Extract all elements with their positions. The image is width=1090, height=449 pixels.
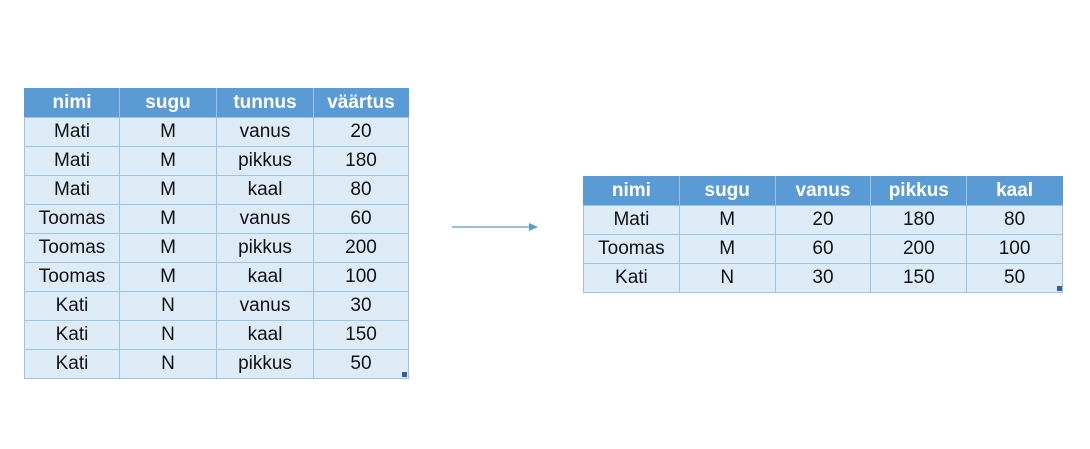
- table-cell[interactable]: pikkus: [216, 349, 314, 379]
- table-cell[interactable]: Kati: [24, 291, 120, 321]
- table-cell[interactable]: 60: [774, 234, 872, 264]
- table-cell[interactable]: pikkus: [216, 233, 314, 263]
- table-cell[interactable]: M: [678, 234, 776, 264]
- column-header-pikkus: pikkus: [870, 176, 968, 206]
- column-header-vaartus: väärtus: [313, 88, 409, 118]
- table-row: Mati M vanus 20: [24, 117, 409, 147]
- table-header-row: nimi sugu tunnus väärtus: [24, 88, 409, 118]
- table-cell[interactable]: N: [678, 263, 776, 293]
- table-row: Mati M 20 180 80: [583, 205, 1063, 235]
- table-row: Mati M pikkus 180: [24, 146, 409, 176]
- column-header-vanus: vanus: [775, 176, 872, 206]
- table-cell[interactable]: Kati: [24, 320, 120, 350]
- table-cell[interactable]: 50: [313, 349, 409, 379]
- table-cell[interactable]: Kati: [24, 349, 120, 379]
- table-cell[interactable]: 200: [313, 233, 409, 263]
- table-cell[interactable]: M: [119, 262, 217, 292]
- table-cell[interactable]: kaal: [216, 262, 314, 292]
- table-cell[interactable]: M: [119, 175, 217, 205]
- table-cell[interactable]: M: [119, 204, 217, 234]
- table-cell[interactable]: M: [678, 205, 776, 235]
- table-cell[interactable]: 30: [313, 291, 409, 321]
- table-header-row: nimi sugu vanus pikkus kaal: [583, 176, 1063, 206]
- column-header-kaal: kaal: [966, 176, 1063, 206]
- table-row: Kati N 30 150 50: [583, 263, 1063, 293]
- column-header-nimi: nimi: [24, 88, 120, 118]
- long-format-table: nimi sugu tunnus väärtus Mati M vanus 20…: [24, 88, 409, 379]
- table-row: Toomas M pikkus 200: [24, 233, 409, 263]
- column-header-sugu: sugu: [679, 176, 776, 206]
- table-cell[interactable]: M: [119, 117, 217, 147]
- table-cell[interactable]: Toomas: [24, 204, 120, 234]
- table-cell[interactable]: 50: [966, 263, 1063, 293]
- table-cell[interactable]: 20: [774, 205, 872, 235]
- table-cell[interactable]: 20: [313, 117, 409, 147]
- resize-handle-icon[interactable]: [1057, 286, 1062, 291]
- table-cell[interactable]: Toomas: [583, 234, 680, 264]
- table-cell[interactable]: Mati: [24, 146, 120, 176]
- column-header-nimi: nimi: [583, 176, 680, 206]
- table-cell[interactable]: M: [119, 146, 217, 176]
- table-cell[interactable]: 100: [966, 234, 1063, 264]
- table-cell[interactable]: 80: [313, 175, 409, 205]
- table-row: Toomas M vanus 60: [24, 204, 409, 234]
- arrow-right-icon: [452, 223, 538, 231]
- table-row: Mati M kaal 80: [24, 175, 409, 205]
- table-cell[interactable]: 200: [870, 234, 968, 264]
- table-cell[interactable]: Kati: [583, 263, 680, 293]
- table-row: Kati N vanus 30: [24, 291, 409, 321]
- wide-format-table: nimi sugu vanus pikkus kaal Mati M 20 18…: [583, 176, 1063, 293]
- table-cell[interactable]: N: [119, 320, 217, 350]
- table-cell[interactable]: 30: [774, 263, 872, 293]
- table-cell[interactable]: 100: [313, 262, 409, 292]
- table-cell[interactable]: M: [119, 233, 217, 263]
- table-cell[interactable]: vanus: [216, 291, 314, 321]
- table-row: Kati N pikkus 50: [24, 349, 409, 379]
- table-cell[interactable]: kaal: [216, 320, 314, 350]
- table-cell[interactable]: 150: [870, 263, 968, 293]
- table-cell[interactable]: pikkus: [216, 146, 314, 176]
- table-cell[interactable]: kaal: [216, 175, 314, 205]
- table-cell[interactable]: Toomas: [24, 262, 120, 292]
- table-cell[interactable]: Mati: [24, 175, 120, 205]
- table-row: Toomas M kaal 100: [24, 262, 409, 292]
- table-cell[interactable]: N: [119, 349, 217, 379]
- table-cell[interactable]: Mati: [583, 205, 680, 235]
- table-cell[interactable]: 80: [966, 205, 1063, 235]
- table-cell[interactable]: 60: [313, 204, 409, 234]
- table-cell[interactable]: Mati: [24, 117, 120, 147]
- table-row: Toomas M 60 200 100: [583, 234, 1063, 264]
- table-cell[interactable]: vanus: [216, 204, 314, 234]
- column-header-sugu: sugu: [119, 88, 217, 118]
- table-cell[interactable]: vanus: [216, 117, 314, 147]
- table-row: Kati N kaal 150: [24, 320, 409, 350]
- table-cell[interactable]: 150: [313, 320, 409, 350]
- table-cell[interactable]: N: [119, 291, 217, 321]
- table-cell[interactable]: 180: [870, 205, 968, 235]
- column-header-tunnus: tunnus: [216, 88, 314, 118]
- table-cell[interactable]: Toomas: [24, 233, 120, 263]
- table-cell[interactable]: 180: [313, 146, 409, 176]
- resize-handle-icon[interactable]: [402, 372, 407, 377]
